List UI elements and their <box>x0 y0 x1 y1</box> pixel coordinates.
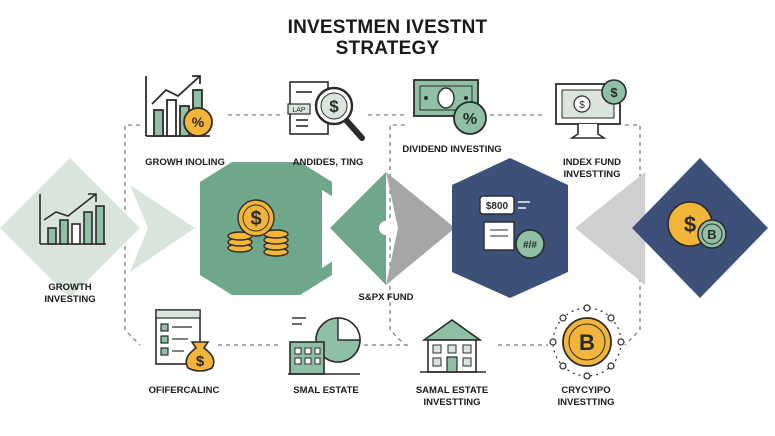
page-title-line1: INVESTMEN IVESTNT <box>287 17 488 38</box>
money-bill-icon: % <box>413 79 487 135</box>
label-dividend-investing: DIVIDEND INVESTING <box>402 144 502 155</box>
bitcoin-coin-icon: $ B <box>667 201 727 249</box>
svg-text:$: $ <box>610 85 618 100</box>
growth-bars-icon <box>39 193 106 245</box>
building-pie-chart-icon <box>288 317 361 375</box>
label-andides-ting: ANDIDES, TING <box>292 157 364 168</box>
lap-tag-text: LAP <box>292 107 306 114</box>
label-ofifercalinc: OFIFERCALINC <box>148 385 220 396</box>
dollar-magnifier-icon: LAP $ <box>287 81 365 141</box>
svg-text:$: $ <box>196 353 205 370</box>
arrow-light-green <box>130 185 195 272</box>
label-crypto-investing: CRYCYIPO INVESTTING <box>557 385 615 408</box>
svg-text:$: $ <box>250 208 261 230</box>
label-smal-estate: SMAL ESTATE <box>293 385 359 396</box>
crypto-network-icon: B <box>549 304 625 380</box>
label-growth-investing: GROWTH INVESTING <box>44 282 96 305</box>
page-title-line2: STRATEGY <box>335 38 440 59</box>
svg-text:$: $ <box>684 212 696 237</box>
label-sp-fund: S&PX FUND <box>358 292 414 303</box>
label-samal-estate: SAMAL ESTATE INVESTTING <box>415 385 489 408</box>
growth-diamond <box>0 158 140 298</box>
price-tag-text: $800 <box>486 201 509 212</box>
svg-text:B: B <box>707 227 716 242</box>
checklist-money-bag-icon: $ <box>155 309 215 372</box>
growth-chart-icon: % <box>145 75 213 137</box>
light-gray-arrow <box>575 172 645 285</box>
svg-text:$: $ <box>329 97 339 116</box>
price-tag-document-icon: $800 #/# <box>479 195 545 259</box>
coin-stack-icon: $ <box>227 199 289 257</box>
label-growth-inoling: GROWH INOLING <box>145 157 225 168</box>
house-icon <box>420 319 486 373</box>
center-dot <box>379 221 393 235</box>
monitor-dollar-icon: $ $ <box>555 79 627 139</box>
label-index-fund: INDEX FUND INVESTTING <box>562 157 622 180</box>
svg-text:$: $ <box>579 100 585 111</box>
hash-badge-text: #/# <box>523 240 537 251</box>
svg-text:%: % <box>463 111 477 128</box>
gray-arrow <box>386 172 455 285</box>
svg-text:B: B <box>579 330 595 355</box>
svg-text:%: % <box>192 114 205 130</box>
green-bowtie-arrow <box>330 172 386 285</box>
